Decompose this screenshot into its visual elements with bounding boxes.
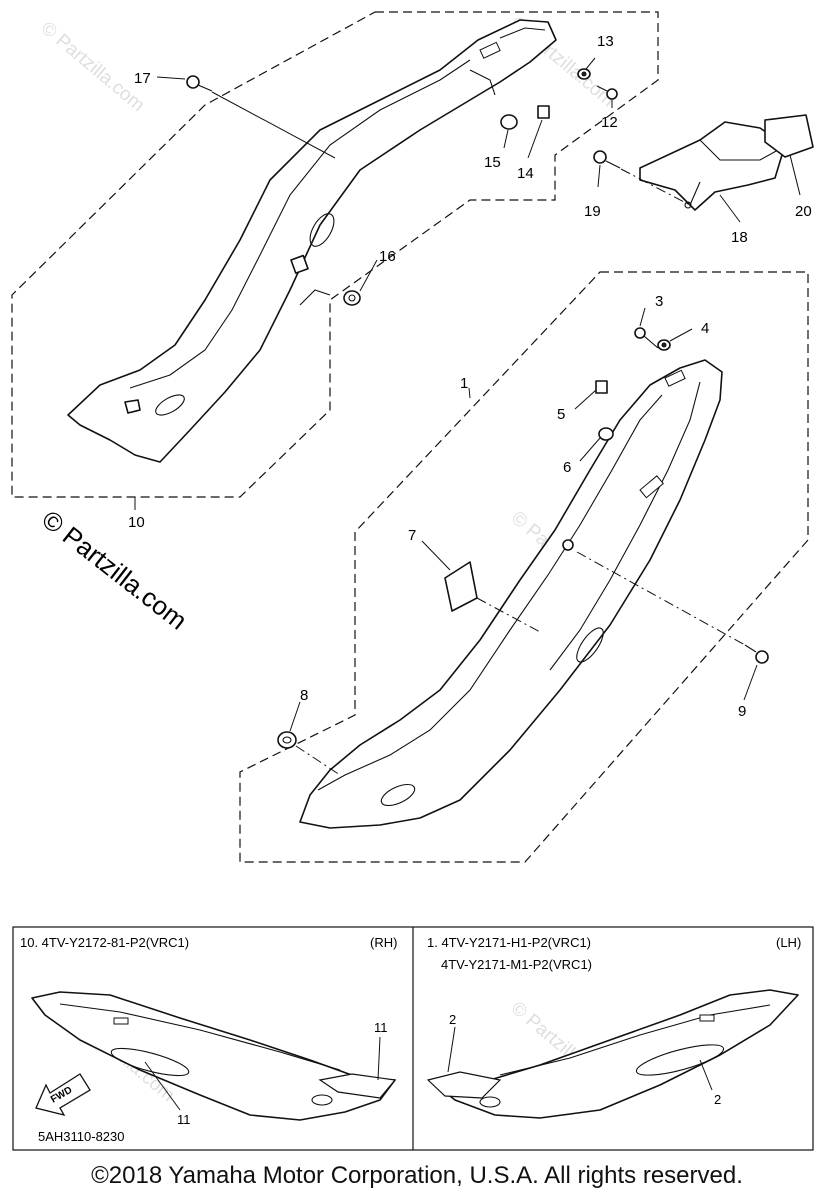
callout-6: 6 [563,459,571,476]
part-16-grommet [290,254,361,306]
callout-16: 16 [379,248,396,265]
main-watermark: © Partzilla.com [36,504,193,636]
side-cover-lh [299,359,723,829]
assembly-1-boundary [239,271,809,863]
callout-13: 13 [597,33,614,50]
copyright-footer: ©2018 Yamaha Motor Corporation, U.S.A. A… [91,1162,743,1189]
callout-17: 17 [134,70,151,87]
callout-8: 8 [300,687,308,704]
part-19-bolt [593,150,621,169]
diagram-code: 5AH3110-8230 [38,1129,125,1144]
part-5-clip [595,380,608,394]
inset-label-2-right: 2 [714,1092,721,1107]
callout-4: 4 [701,320,709,337]
inset-cover-lh [426,989,799,1119]
callout-14: 14 [517,165,534,182]
callout-numbers: 17 13 12 15 14 19 18 20 16 10 1 3 4 5 6 … [128,33,812,720]
callout-15: 15 [484,154,501,171]
inset-label-11-right: 11 [374,1020,388,1035]
fwd-arrow-icon: FWD [35,1073,91,1117]
callout-5: 5 [557,406,565,423]
part-3-bolt [634,327,659,349]
inset-cover-rh [31,991,397,1121]
inset-left-title: 10. 4TV-Y2172-81-P2(VRC1) [20,935,189,950]
callout-12: 12 [601,114,618,131]
leader-lines [134,57,801,776]
assembly-10-boundary [11,11,659,498]
part-8-grommet [277,731,297,749]
inset-label-2-left: 2 [449,1012,456,1027]
callout-3: 3 [655,293,663,310]
callout-1: 1 [460,375,468,392]
inset-label-11-bottom: 11 [177,1112,191,1127]
callout-19: 19 [584,203,601,220]
faint-watermark-1: © Partzilla.com [37,18,149,116]
callout-9: 9 [738,703,746,720]
callout-20: 20 [795,203,812,220]
part-17-bolt [186,75,213,92]
inset-right-title-2: 4TV-Y2171-M1-P2(VRC1) [441,957,592,972]
part-18-tail-cover [639,121,786,211]
part-9-bolt [744,644,769,664]
callout-18: 18 [731,229,748,246]
inset-right-side: (LH) [776,935,801,950]
callout-10: 10 [128,514,145,531]
part-13-washer [577,68,591,80]
part-4-washer [657,339,671,351]
part-6-grommet [598,427,614,441]
part-12-bolt [596,85,618,100]
inset-box: 10. 4TV-Y2172-81-P2(VRC1) (RH) 1. 4TV-Y2… [12,926,814,1151]
side-cover-rh [67,19,557,463]
part-20-label [764,114,814,158]
part-15-grommet [500,114,518,130]
inset-right-title-1: 1. 4TV-Y2171-H1-P2(VRC1) [427,935,591,950]
inset-left-side: (RH) [370,935,397,950]
part-14-clip [537,105,550,119]
callout-7: 7 [408,527,416,544]
